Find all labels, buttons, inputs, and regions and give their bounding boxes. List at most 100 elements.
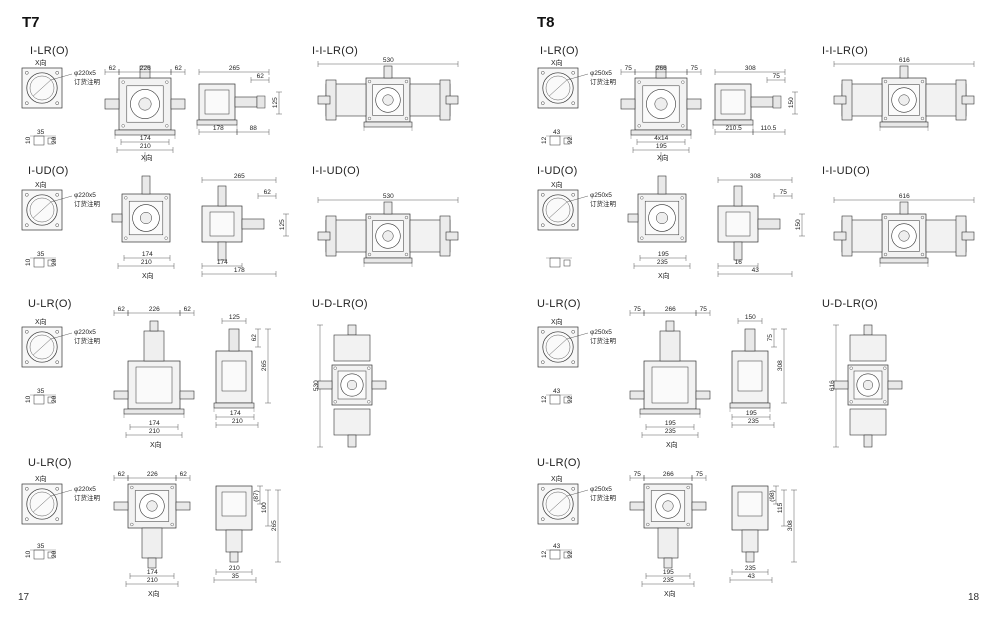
drawing-T7-i-i-ud: 530 (317, 193, 459, 267)
dimension-label: 22 (567, 550, 574, 558)
dimension-label: 88 (250, 125, 258, 132)
dimension-label: X向 (664, 589, 676, 598)
dimension-label: 62 (109, 65, 117, 72)
dimension-label: 43 (553, 388, 561, 395)
dimension-label: X向 (150, 440, 162, 449)
dimension-label: 订货注明 (590, 493, 617, 502)
dimension-label: 75 (780, 189, 788, 196)
dimension-label: 12 (541, 550, 548, 558)
dimension-label: 174 (147, 569, 158, 576)
dimension-label: 265 (234, 173, 245, 180)
dimension-label: 265 (271, 520, 278, 531)
dimension-label: 150 (745, 314, 756, 321)
dimension-label: 210 (232, 418, 243, 425)
dimension-label: 110.5 (761, 125, 777, 132)
page-title-t8: T8 (537, 14, 555, 31)
dimension-label: 100 (261, 502, 268, 513)
dimension-label: φ250x5 (590, 329, 612, 336)
dimension-label: 308 (787, 520, 794, 531)
dimension-label: 210 (149, 428, 160, 435)
dimension-label: 308 (750, 173, 761, 180)
dimension-label: 75 (773, 73, 781, 80)
dimension-label: 265 (229, 65, 240, 72)
dimension-label: X向 (35, 58, 47, 67)
dimension-label: 195 (746, 410, 757, 417)
dimension-label: 35 (232, 573, 240, 580)
dimension-label: 订货注明 (590, 77, 617, 86)
page-number-17: 17 (18, 592, 30, 603)
section-label-i-lr-o-t8: I-LR(O) (540, 45, 579, 57)
section-label-i-ud-o: I-UD(O) (28, 165, 69, 177)
dimension-label: 226 (149, 306, 160, 313)
section-label-i-lr-o: I-LR(O) (30, 45, 69, 57)
drawing-T8-i-i-lr: 616 (833, 57, 975, 131)
dimension-label: 订货注明 (74, 199, 101, 208)
dimension-label: 266 (663, 471, 674, 478)
section-label-u-lr-o: U-LR(O) (28, 298, 72, 310)
dimension-label: 150 (788, 97, 795, 108)
dimension-label: 115 (777, 502, 784, 513)
dimension-label: 530 (383, 57, 394, 64)
dimension-label: 195 (665, 420, 676, 427)
dimension-label: 530 (383, 193, 394, 200)
dimension-label: φ250x5 (590, 192, 612, 199)
dimension-label: 150 (795, 219, 802, 230)
dimension-label: 订货注明 (590, 199, 617, 208)
dimension-label: 62 (180, 471, 188, 478)
dimension-label: 174 (230, 410, 241, 417)
dimension-label: 4x14 (654, 135, 668, 142)
page-title-t7: T7 (22, 14, 40, 31)
dimension-label: X向 (551, 180, 563, 189)
dimension-label: X向 (148, 589, 160, 598)
dimension-label: φ250x5 (590, 486, 612, 493)
dimension-label: 10 (25, 550, 32, 558)
dimension-label: 195 (658, 251, 669, 258)
dimension-label: 616 (899, 193, 910, 200)
dimension-label: 62 (251, 334, 258, 342)
dimension-label: 174 (217, 259, 228, 266)
dimension-label: 75 (634, 471, 642, 478)
dimension-label: 210 (140, 143, 151, 150)
section-label-u-d-lr-o-t8: U-D-LR(O) (822, 298, 878, 310)
dimension-label: 226 (140, 65, 151, 72)
dimension-label: 195 (656, 143, 667, 150)
dimension-label: 订货注明 (74, 77, 101, 86)
dimension-label: 266 (665, 306, 676, 313)
dimension-label: 210.5 (726, 125, 743, 132)
dimension-label: (87) (253, 490, 260, 502)
dimension-label: 178 (213, 125, 224, 132)
dimension-label: 195 (663, 569, 674, 576)
dimension-label: 订货注明 (74, 493, 101, 502)
section-label-u-d-lr-o: U-D-LR(O) (312, 298, 368, 310)
dimension-label: X向 (666, 440, 678, 449)
dimension-label: 174 (142, 251, 153, 258)
drawing-T7-i-i-lr: 530 (317, 57, 459, 131)
dimension-label: 35 (37, 388, 45, 395)
dimension-label: 125 (279, 219, 286, 230)
dimension-label: 12 (541, 395, 548, 403)
dimension-label: X向 (658, 271, 670, 280)
dimension-label: 308 (777, 360, 784, 371)
dimension-label: 20 (51, 136, 58, 144)
dimension-label: X向 (551, 58, 563, 67)
dimension-label: 235 (665, 428, 676, 435)
dimension-label: 62 (118, 471, 126, 478)
dimension-label: 35 (37, 543, 45, 550)
dimension-label: 125 (272, 97, 279, 108)
dimension-label: φ220x5 (74, 70, 96, 77)
dimension-label: X向 (551, 317, 563, 326)
section-label-u-lr-o-2-t8: U-LR(O) (537, 457, 581, 469)
dimension-label: 10 (25, 258, 32, 266)
dimension-label: 530 (313, 380, 320, 391)
dimension-label: φ220x5 (74, 486, 96, 493)
dimension-label: 235 (657, 259, 668, 266)
section-label-i-ud-o-t8: I-UD(O) (537, 165, 578, 177)
dimension-label: 210 (147, 577, 158, 584)
dimension-label: 210 (141, 259, 152, 266)
dimension-label: φ250x5 (590, 70, 612, 77)
dimension-label: (98) (769, 490, 776, 502)
dimension-label: X向 (35, 180, 47, 189)
section-label-u-lr-o-2: U-LR(O) (28, 457, 72, 469)
dimension-label: 75 (700, 306, 708, 313)
